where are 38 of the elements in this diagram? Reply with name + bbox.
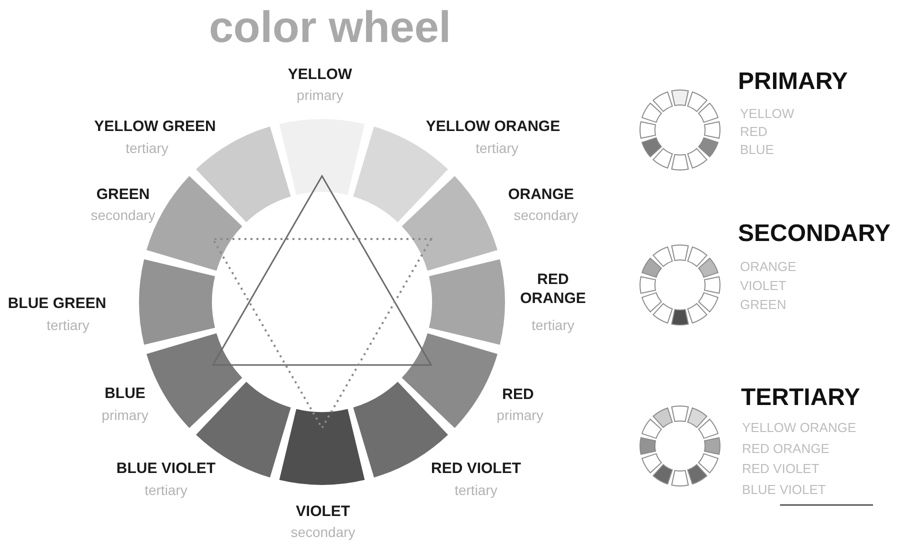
category-member: BLUE VIOLET (742, 482, 827, 498)
category-member: BLUE (740, 142, 775, 158)
color-name: RED ORANGE (519, 271, 587, 308)
category-member: RED VIOLET (742, 461, 820, 478)
category-member: ORANGE (740, 259, 798, 276)
category-member: RED ORANGE (742, 441, 830, 458)
color-category: primary (496, 407, 544, 424)
category-heading: TERTIARY (741, 386, 862, 410)
color-category: secondary (90, 207, 156, 224)
color-name: VIOLET (294, 503, 352, 522)
color-category: tertiary (474, 140, 520, 158)
color-name: RED (501, 386, 535, 405)
color-category: secondary (512, 207, 580, 224)
color-name: BLUE GREEN (6, 295, 108, 314)
diagram-title: color wheel (208, 6, 452, 50)
category-member: RED (740, 124, 768, 140)
category-heading: SECONDARY (738, 222, 892, 246)
color-category: tertiary (124, 140, 170, 158)
color-name: RED VIOLET (430, 460, 522, 479)
category-member: VIOLET (740, 278, 788, 294)
color-category: tertiary (530, 317, 576, 334)
color-category: tertiary (454, 482, 498, 500)
color-name: ORANGE (507, 186, 575, 205)
color-name: YELLOW (286, 66, 354, 85)
color-category: tertiary (46, 317, 90, 334)
color-category: primary (100, 407, 150, 424)
color-name: GREEN (95, 186, 151, 205)
category-heading: PRIMARY (738, 70, 849, 94)
color-name: BLUE (104, 385, 146, 404)
color-name: YELLOW ORANGE (424, 118, 562, 137)
category-member: YELLOW (740, 106, 796, 122)
category-member: YELLOW ORANGE (742, 420, 858, 436)
color-name: YELLOW GREEN (93, 118, 217, 137)
color-name: BLUE VIOLET (115, 460, 217, 479)
color-category: tertiary (144, 482, 188, 500)
color-category: primary (296, 87, 344, 104)
category-member: GREEN (740, 297, 788, 314)
color-category: secondary (290, 524, 356, 542)
